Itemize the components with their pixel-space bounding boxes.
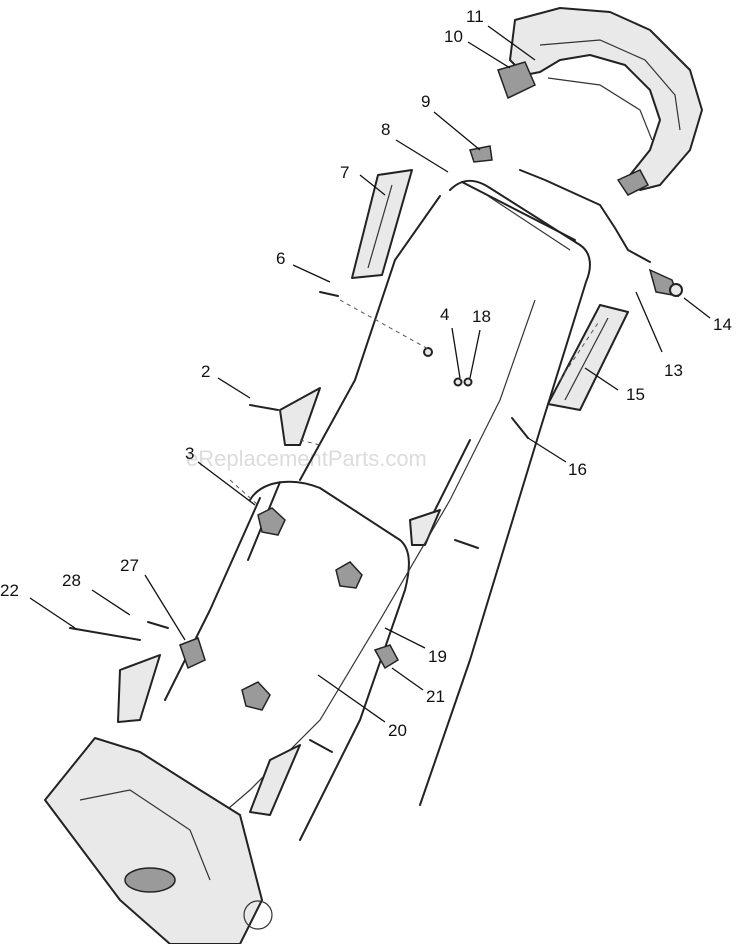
callout-14: 14 <box>713 315 732 334</box>
callout-8: 8 <box>381 120 390 139</box>
callout-3: 3 <box>185 444 194 463</box>
callout-11: 11 <box>466 7 484 26</box>
callout-7: 7 <box>340 163 349 182</box>
callout-10: 10 <box>444 27 463 46</box>
callout-22: 22 <box>0 581 19 600</box>
callout-27: 27 <box>120 556 139 575</box>
callout-labels: 11 10 9 8 7 6 4 18 14 13 15 2 16 3 27 28… <box>0 7 732 740</box>
cable-guide-left <box>351 169 413 279</box>
bail-grip-assembly <box>497 7 703 196</box>
callout-13: 13 <box>664 361 683 380</box>
callout-19: 19 <box>428 647 447 666</box>
handle-knobs <box>241 507 399 711</box>
leader-lines <box>29 25 711 723</box>
callout-28: 28 <box>62 571 81 590</box>
callout-15: 15 <box>626 385 645 404</box>
hardware-bolts <box>69 291 529 753</box>
cable-guide-right <box>547 304 629 411</box>
callout-2: 2 <box>201 362 210 381</box>
callout-18: 18 <box>472 307 491 326</box>
control-bail-rod <box>519 169 683 297</box>
callout-16: 16 <box>568 460 587 479</box>
lower-tube-end-left <box>117 654 161 723</box>
upper-handle <box>299 179 591 806</box>
callout-4: 4 <box>440 305 449 324</box>
lower-handle <box>164 387 471 841</box>
callout-20: 20 <box>388 721 407 740</box>
callout-21: 21 <box>426 687 445 706</box>
control-cable <box>214 299 536 821</box>
handle-bracket <box>179 637 206 670</box>
lower-tube-end-right <box>249 744 301 816</box>
spring <box>469 145 493 163</box>
alignment-lines <box>229 299 601 506</box>
mower-deck <box>44 737 273 944</box>
callout-6: 6 <box>276 249 285 268</box>
callout-9: 9 <box>421 92 430 111</box>
